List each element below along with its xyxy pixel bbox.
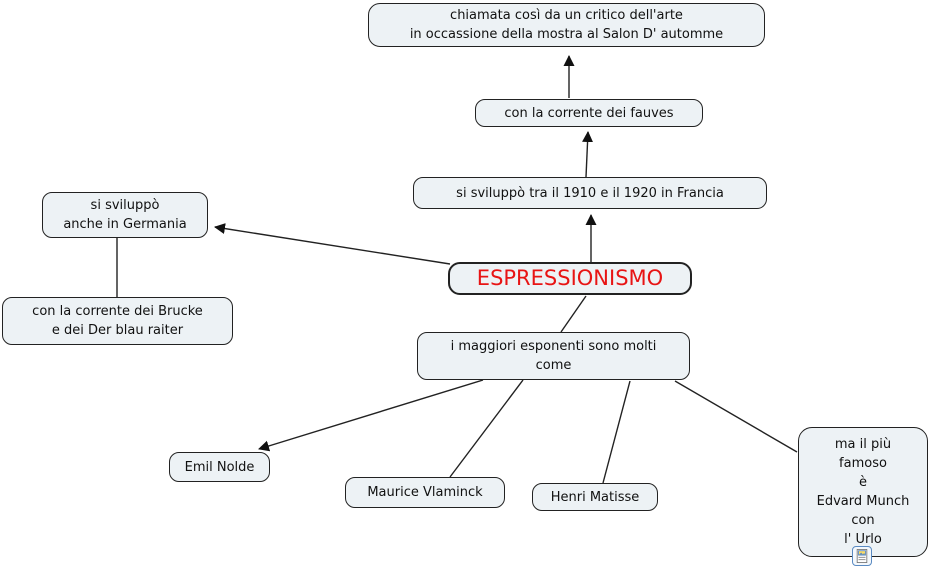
edge-esponenti-emil [258, 379, 484, 452]
node-esponenti[interactable]: i maggiori esponenti sono molti come [417, 332, 690, 380]
node-fauves[interactable]: con la corrente dei fauves [475, 99, 703, 127]
image-resource-glyph [856, 549, 868, 563]
node-germania[interactable]: si sviluppò anche in Germania [42, 192, 208, 238]
edge-espr-esponenti [560, 295, 587, 333]
node-henri-matisse[interactable]: Henri Matisse [532, 483, 658, 511]
edge-esponenti-henri [602, 380, 631, 484]
image-resource-icon[interactable] [852, 546, 872, 566]
node-edvard-munch[interactable]: ma il più famoso è Edvard Munch con l' U… [798, 427, 928, 557]
node-maurice-vlaminck[interactable]: Maurice Vlaminck [345, 477, 505, 508]
node-salon-note[interactable]: chiamata così da un critico dell'arte in… [368, 3, 765, 47]
edge-esponenti-munch [674, 380, 798, 453]
edge-espr-germania [214, 223, 451, 265]
node-brucke[interactable]: con la corrente dei Brucke e dei Der bla… [2, 297, 233, 345]
edge-francia-fauves [582, 131, 594, 178]
edge-esponenti-maurice [449, 379, 524, 478]
node-francia[interactable]: si sviluppò tra il 1910 e il 1920 in Fra… [413, 177, 767, 209]
node-espressionismo[interactable]: ESPRESSIONISMO [448, 262, 692, 295]
node-emil-nolde[interactable]: Emil Nolde [169, 452, 270, 482]
